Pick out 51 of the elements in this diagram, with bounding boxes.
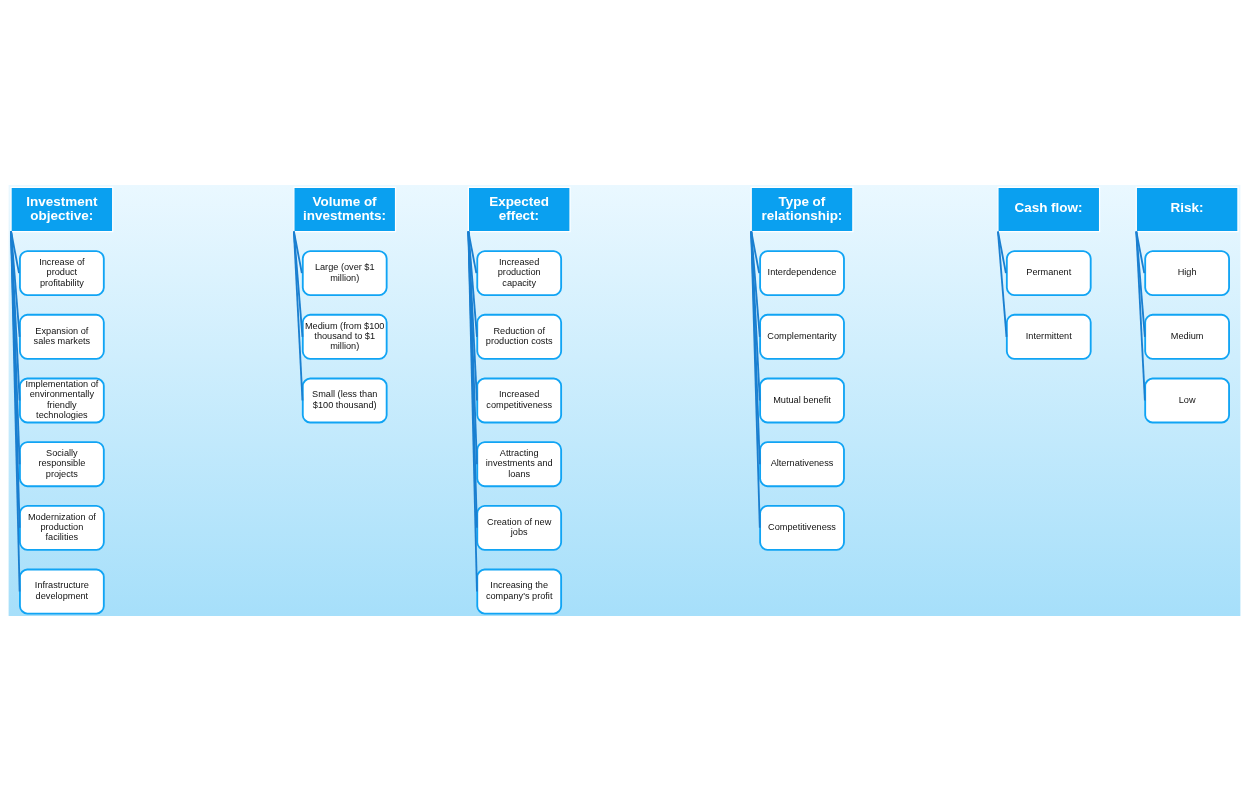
connector	[1135, 230, 1146, 338]
connector	[10, 230, 21, 529]
node-box: Infrastructure development	[19, 568, 105, 615]
connector	[292, 230, 304, 402]
node-box: Socially responsible projects	[19, 441, 105, 488]
connector	[1135, 230, 1146, 402]
node-box: Medium (from $100 thousand to $1 million)	[301, 313, 388, 360]
node-box: Volume of investments:	[293, 186, 397, 233]
node-box: Complementarity	[759, 313, 845, 360]
connector	[750, 230, 761, 338]
connector	[750, 230, 761, 529]
node-box: Competitiveness	[759, 504, 845, 551]
node-box: Attracting investments and loans	[476, 441, 563, 488]
node-box: Risk:	[1135, 186, 1239, 233]
connector	[750, 230, 761, 402]
node-box: Alternativeness	[759, 441, 845, 488]
connector	[467, 230, 478, 529]
node-box: Medium	[1144, 313, 1230, 360]
node-box: Creation of new jobs	[476, 504, 563, 551]
connector	[750, 230, 761, 275]
node-box: Cash flow:	[997, 186, 1101, 233]
node-box: High	[1144, 250, 1230, 297]
node-box: Increase of product profitability	[19, 250, 105, 297]
node-box: Increased production capacity	[476, 250, 563, 297]
connector	[750, 230, 761, 466]
node-box: Interdependence	[759, 250, 845, 297]
connector	[467, 230, 478, 593]
connector	[997, 230, 1008, 338]
node-box: Expansion of sales markets	[19, 313, 105, 360]
connector	[10, 230, 21, 593]
node-box: Large (over $1 million)	[301, 250, 388, 297]
node-box: Low	[1144, 377, 1230, 424]
node-box: Intermittent	[1005, 313, 1092, 360]
node-box: Implementation of environmentally friendly technologies	[19, 377, 105, 424]
connector	[467, 230, 478, 402]
connector	[10, 230, 21, 466]
node-box: Reduction of production costs	[476, 313, 563, 360]
node-box: Modernization of production facilities	[19, 504, 105, 551]
node-box: Permanent	[1005, 250, 1092, 297]
node-box: Type of relationship:	[750, 186, 854, 233]
node-box: Expected effect:	[467, 186, 571, 233]
node-box: Increased competitiveness	[476, 377, 563, 424]
connector	[1135, 230, 1146, 275]
node-box: Investment objective:	[10, 186, 114, 233]
node-box: Small (less than $100 thousand)	[301, 377, 388, 424]
connector	[467, 230, 478, 466]
connector	[10, 230, 21, 402]
node-box: Mutual benefit	[759, 377, 845, 424]
connector	[467, 230, 478, 338]
node-box: Increasing the company's profit	[476, 568, 563, 615]
connector	[467, 230, 478, 275]
